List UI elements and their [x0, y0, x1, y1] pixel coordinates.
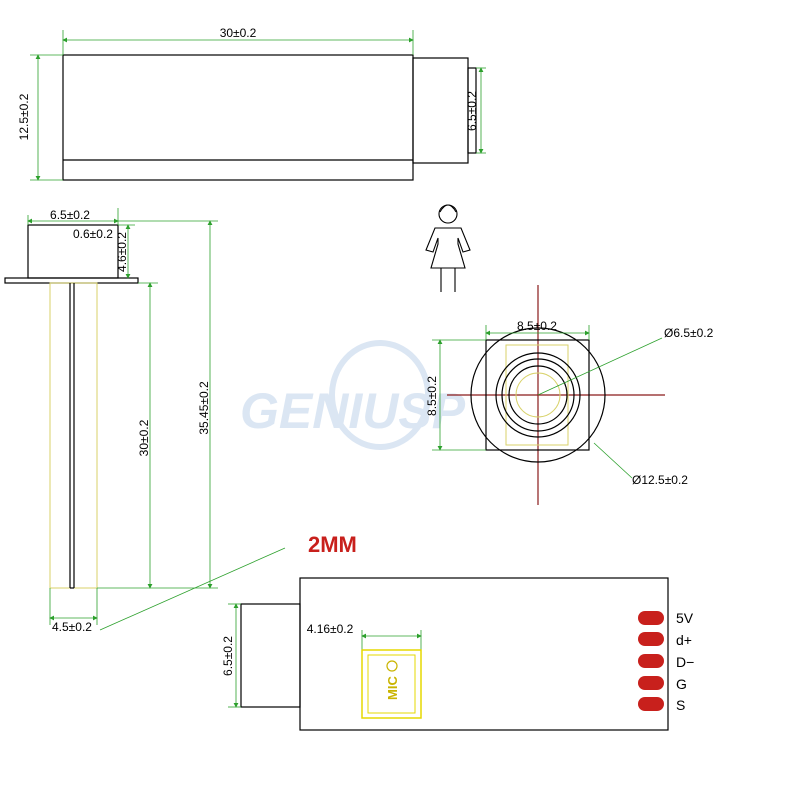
pad-d-plus [638, 632, 664, 646]
pad-ground [638, 676, 664, 690]
pad-5v [638, 611, 664, 625]
flange-thickness-label: 0.6±0.2 [73, 227, 113, 241]
head-width-label: 6.5±0.2 [50, 208, 90, 222]
side-view: 6.5±0.2 0.6±0.2 4.6±0.2 35.45±0.2 30±0.2… [4, 208, 218, 634]
watermark: GENIUSP [240, 340, 466, 450]
square-width-label: 8.5±0.2 [517, 319, 557, 333]
mic-label: MIC [385, 676, 400, 700]
board-outline [299, 577, 669, 731]
inner-diameter-label: Ø6.5±0.2 [664, 326, 714, 340]
end-view: 8.5±0.2 8.5±0.2 Ø6.5±0.2 Ø12.5±0.2 [425, 285, 714, 505]
pin-label-d-minus: D− [676, 654, 694, 670]
body-outline [62, 54, 414, 181]
top-cap-label: 6.5±0.2 [465, 91, 479, 131]
mic-marker-icon [386, 660, 398, 672]
pin-label-d-plus: d+ [676, 632, 692, 648]
pin-label-s: S [676, 697, 685, 713]
cap-tip [467, 67, 477, 154]
mic-component [361, 649, 422, 719]
pin-length-label: 30±0.2 [137, 419, 151, 456]
pin-label-g: G [676, 676, 687, 692]
ring-inner [508, 365, 568, 425]
note-callout: 2MM [99, 532, 357, 631]
person-icon [425, 204, 471, 292]
square-outline [485, 339, 590, 451]
total-length-label: 35.45±0.2 [197, 381, 211, 435]
ring-middle [501, 358, 575, 432]
flange-outline [4, 277, 139, 284]
outer-diameter-label: Ø12.5±0.2 [632, 473, 688, 487]
watermark-text: GENIUSP [240, 383, 466, 439]
note-text: 2MM [308, 532, 357, 557]
ring-outer [495, 352, 581, 438]
pad-s [638, 697, 664, 711]
top-view: 30±0.2 12.5±0.2 6.5±0.2 [17, 26, 486, 181]
outer-circle [470, 327, 606, 463]
pin-label-5v: 5V [676, 610, 694, 626]
board-view: 6.5±0.2 4.16±0.2 MIC 5V d+ D− G S [221, 577, 694, 731]
mic-width-label: 4.16±0.2 [307, 622, 354, 636]
top-height-label: 12.5±0.2 [17, 93, 31, 140]
pad-d-minus [638, 654, 664, 668]
top-length-label: 30±0.2 [220, 26, 257, 40]
pin-width-label: 4.5±0.2 [52, 620, 92, 634]
cap-outline [412, 57, 469, 164]
head-height-label: 4.6±0.2 [115, 232, 129, 272]
board-cap-label: 6.5±0.2 [221, 636, 235, 676]
square-height-label: 8.5±0.2 [425, 376, 439, 416]
board-cap-outline [240, 603, 301, 708]
